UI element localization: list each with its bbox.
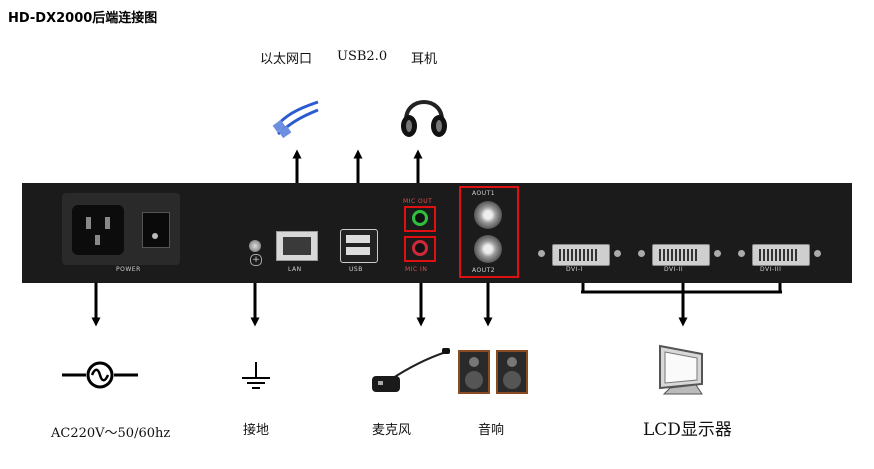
label-mic-out: MIC OUT — [403, 198, 433, 205]
label-lan: LAN — [288, 266, 302, 273]
dvi3-screw-left — [738, 250, 745, 257]
ground-symbol-icon — [242, 362, 270, 389]
aout1-bnc-connector[interactable] — [474, 201, 502, 229]
label-aout1: AOUT1 — [472, 190, 496, 197]
speaker-icon — [458, 350, 528, 394]
label-dvi2: DVI-II — [664, 266, 684, 273]
power-socket[interactable] — [72, 205, 124, 255]
label-usb-port: USB — [349, 266, 363, 273]
microphone-icon — [372, 348, 450, 392]
mic-out-jack[interactable] — [412, 210, 428, 226]
dvi3-screw-right — [814, 250, 821, 257]
label-ethernet: 以太网口 — [260, 52, 313, 67]
mic-in-highlight — [404, 236, 436, 262]
label-dvi3: DVI-III — [760, 266, 782, 273]
aout2-bnc-connector[interactable] — [474, 235, 502, 263]
label-ground: 接地 — [243, 423, 270, 438]
ac-power-symbol-icon — [62, 361, 138, 389]
ethernet-cable-icon — [272, 100, 319, 139]
usb-ports[interactable] — [340, 229, 378, 263]
dvi1-screw-right — [614, 250, 621, 257]
label-aout2: AOUT2 — [472, 267, 496, 274]
dvi1-screw-left — [538, 250, 545, 257]
dvi3-port[interactable] — [752, 244, 810, 266]
label-usb: USB2.0 — [337, 49, 388, 64]
lcd-monitor-icon — [659, 344, 703, 395]
label-microphone: 麦克风 — [372, 423, 412, 438]
power-switch[interactable] — [142, 212, 170, 248]
dvi1-port[interactable] — [552, 244, 610, 266]
aout-highlight — [459, 186, 519, 278]
label-mic-in: MIC IN — [405, 266, 428, 273]
label-headphone: 耳机 — [411, 52, 438, 67]
mic-in-jack[interactable] — [412, 240, 428, 256]
label-ac-power: AC220V～50/60hz — [51, 426, 171, 441]
dvi2-screw-left — [638, 250, 645, 257]
label-lcd: LCD显示器 — [643, 420, 732, 440]
dvi2-screw-right — [714, 250, 721, 257]
label-dvi1: DVI-I — [566, 266, 583, 273]
headphone-icon — [401, 100, 447, 137]
dvi2-port[interactable] — [652, 244, 710, 266]
mic-out-highlight — [404, 206, 436, 232]
ground-screw[interactable] — [249, 240, 261, 252]
label-speaker: 音响 — [478, 423, 505, 438]
ground-plus-icon: + — [250, 254, 262, 266]
label-power: POWER — [116, 266, 141, 273]
lan-port[interactable] — [276, 231, 318, 261]
diagram-title: HD-DX2000后端连接图 — [8, 11, 158, 26]
